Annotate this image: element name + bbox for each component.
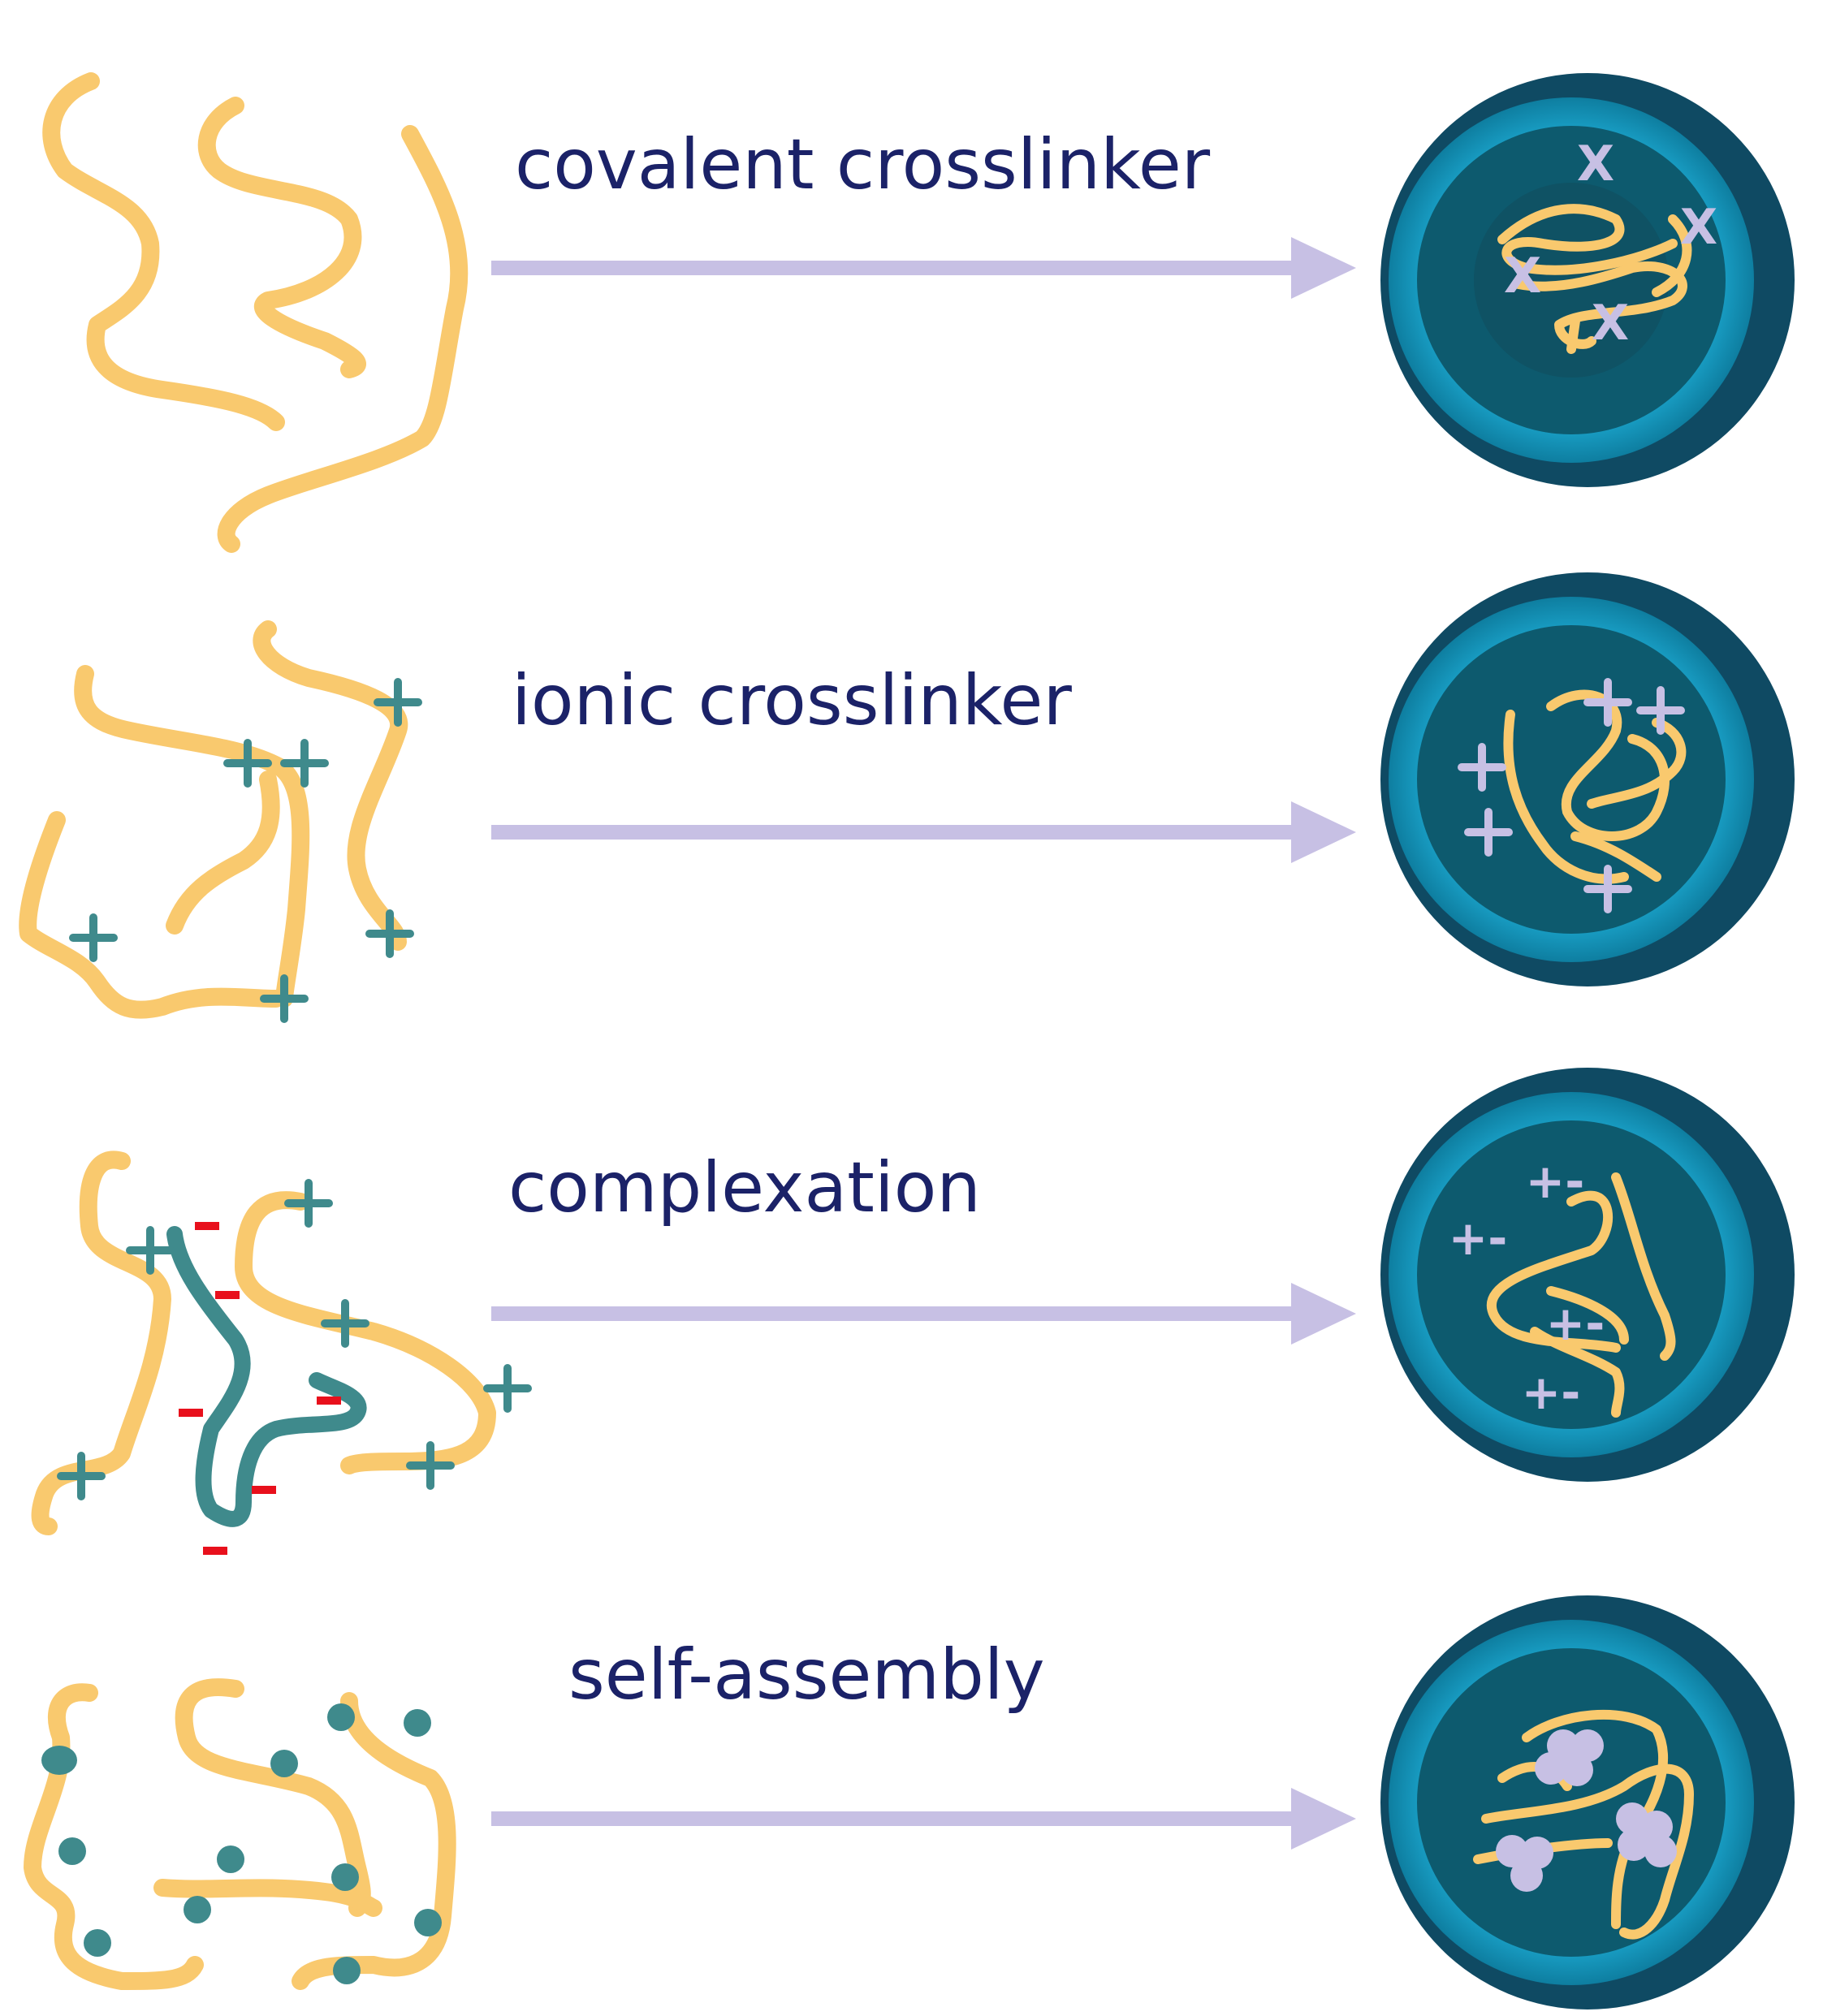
free-polymer-chains-covalent xyxy=(42,72,469,553)
cationic-charge-plus xyxy=(321,1299,369,1348)
self-assembly-particle-dot xyxy=(41,1746,77,1775)
self-assembly-particle-dot xyxy=(404,1709,431,1737)
crosslink-plus-mark xyxy=(1458,743,1506,792)
crosslink-x-mark: X xyxy=(1592,295,1629,352)
counter-polymer-chain xyxy=(166,1226,367,1527)
crosslink-plus-minus-mark: +- xyxy=(1449,1211,1508,1266)
cationic-charge-plus xyxy=(126,1226,175,1275)
crosslink-plus-minus-mark: +- xyxy=(1546,1296,1605,1351)
free-polymer-chains-ionic xyxy=(19,620,408,1019)
cationic-charge-plus xyxy=(260,974,309,1023)
cationic-charge-plus xyxy=(57,1452,106,1500)
capsule-covalent: X X X X xyxy=(1380,73,1795,487)
label-complexation: complexation xyxy=(508,1147,981,1228)
self-assembly-particle-dot xyxy=(58,1837,86,1865)
crosslink-x-mark: X xyxy=(1504,248,1541,304)
crosslink-plus-mark xyxy=(1583,678,1632,727)
arrow-covalent xyxy=(491,237,1356,299)
cationic-charge-plus xyxy=(483,1364,532,1413)
self-assembly-particle-dot xyxy=(327,1703,355,1731)
arrow-ionic xyxy=(491,801,1356,863)
capsule-self-assembly xyxy=(1380,1595,1795,2010)
cationic-charge-plus xyxy=(280,739,329,788)
row-complexation: +- +- +- +- xyxy=(31,1068,1795,1555)
free-polymer-chains-complexation xyxy=(31,1150,496,1535)
self-assembly-cluster xyxy=(1616,1802,1677,1867)
cationic-charge-plus xyxy=(374,678,422,727)
arrow-complexation xyxy=(491,1283,1356,1345)
label-self-assembly: self-assembly xyxy=(568,1634,1045,1716)
cationic-charge-plus xyxy=(223,739,272,788)
crosslink-x-mark: X xyxy=(1577,136,1614,192)
self-assembly-particle-dot xyxy=(331,1863,359,1891)
crosslink-plus-minus-mark: +- xyxy=(1526,1154,1585,1209)
self-assembly-particle-dot xyxy=(270,1750,298,1777)
cationic-charge-plus xyxy=(365,909,414,958)
self-assembly-cluster xyxy=(1535,1729,1604,1786)
row-ionic xyxy=(19,572,1795,1023)
row-covalent: X X X X xyxy=(42,72,1795,553)
label-covalent-crosslinker: covalent crosslinker xyxy=(515,124,1211,205)
cationic-charge-plus xyxy=(69,913,118,962)
row-self-assembly xyxy=(24,1595,1795,2010)
self-assembly-cluster xyxy=(1496,1835,1553,1892)
crosslink-plus-minus-mark: +- xyxy=(1522,1365,1581,1420)
crosslink-plus-mark xyxy=(1464,808,1513,857)
arrow-self-assembly xyxy=(491,1788,1356,1850)
crosslink-x-mark: X xyxy=(1680,199,1717,256)
self-assembly-particle-dot xyxy=(217,1845,244,1873)
capsule-complexation: +- +- +- +- xyxy=(1380,1068,1795,1482)
crosslink-plus-mark xyxy=(1583,865,1632,913)
label-ionic-crosslinker: ionic crosslinker xyxy=(512,660,1072,741)
self-assembly-particle-dot xyxy=(84,1929,111,1957)
crosslink-plus-mark xyxy=(1636,686,1685,735)
self-assembly-particle-dot xyxy=(333,1957,361,1984)
cationic-charge-plus xyxy=(284,1179,333,1228)
self-assembly-particle-dot xyxy=(184,1896,211,1923)
capsule-ionic xyxy=(1380,572,1795,986)
cationic-charge-plus xyxy=(406,1441,455,1490)
self-assembly-particle-dot xyxy=(414,1909,442,1936)
